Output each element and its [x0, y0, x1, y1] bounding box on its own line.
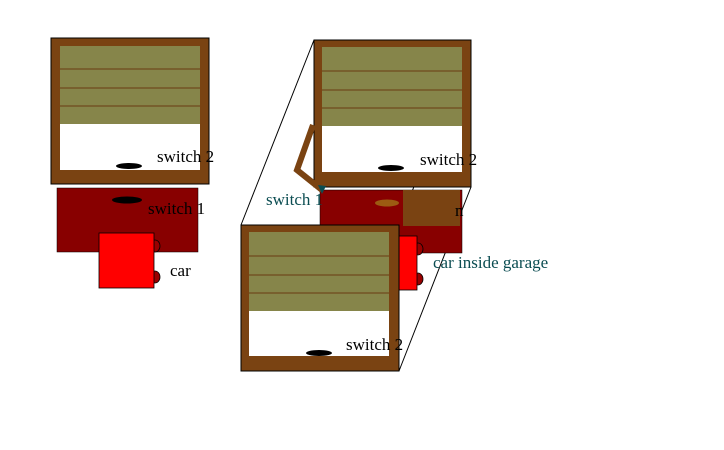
front-garage-door-slats [249, 255, 389, 294]
back-garage [313, 39, 472, 188]
right-garage-side-wall [403, 190, 460, 226]
right-switch-1-icon[interactable] [375, 199, 399, 207]
right-partial-label: n [455, 201, 464, 220]
left-garage-door [60, 46, 200, 124]
back-switch-2-icon[interactable] [378, 165, 404, 171]
front-switch-2-icon[interactable] [306, 350, 332, 356]
right-car-label: car inside garage [433, 253, 548, 272]
left-garage [50, 37, 210, 185]
front-garage [240, 224, 400, 372]
left-car [98, 232, 161, 289]
left-car-label: car [170, 261, 191, 280]
back-garage-door [322, 47, 462, 126]
back-garage-door-slats [322, 70, 462, 109]
lever-icon [293, 123, 324, 193]
left-car-body [98, 232, 155, 289]
left-garage-door-slats [60, 68, 200, 107]
left-switch-2-label: switch 2 [157, 147, 214, 166]
left-switch-1-label: switch 1 [148, 199, 205, 218]
front-garage-door [249, 232, 389, 311]
right-switch-1-label: switch 1 [266, 190, 323, 209]
back-switch-2-label: switch 2 [420, 150, 477, 169]
left-switch-2-icon[interactable] [116, 163, 142, 169]
front-switch-2-label: switch 2 [346, 335, 403, 354]
lever-pivot-icon [318, 185, 326, 194]
left-switch-1-icon[interactable] [112, 196, 142, 204]
